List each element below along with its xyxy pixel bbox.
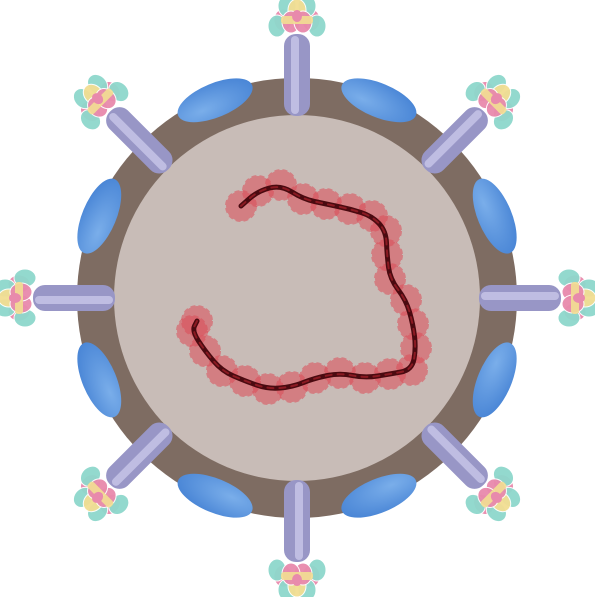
membrane-protein <box>472 342 517 418</box>
spike-protein <box>267 480 327 597</box>
spike-protein <box>421 73 522 174</box>
membrane-protein <box>77 342 122 418</box>
spike-protein <box>0 268 115 328</box>
spike-protein <box>421 422 522 523</box>
viral-interior <box>114 115 480 481</box>
spike-protein <box>72 73 173 174</box>
membrane-protein <box>472 178 517 254</box>
membrane-proteins <box>77 78 517 518</box>
membrane-protein <box>341 78 417 123</box>
spike-protein <box>72 422 173 523</box>
membrane-protein <box>177 78 253 123</box>
spike-protein <box>479 268 595 328</box>
membrane-protein <box>77 178 122 254</box>
rna-strand <box>176 169 432 405</box>
membrane-protein <box>341 473 417 518</box>
spike-protein <box>267 0 327 116</box>
rna-genome <box>176 169 432 405</box>
membrane-protein <box>177 473 253 518</box>
